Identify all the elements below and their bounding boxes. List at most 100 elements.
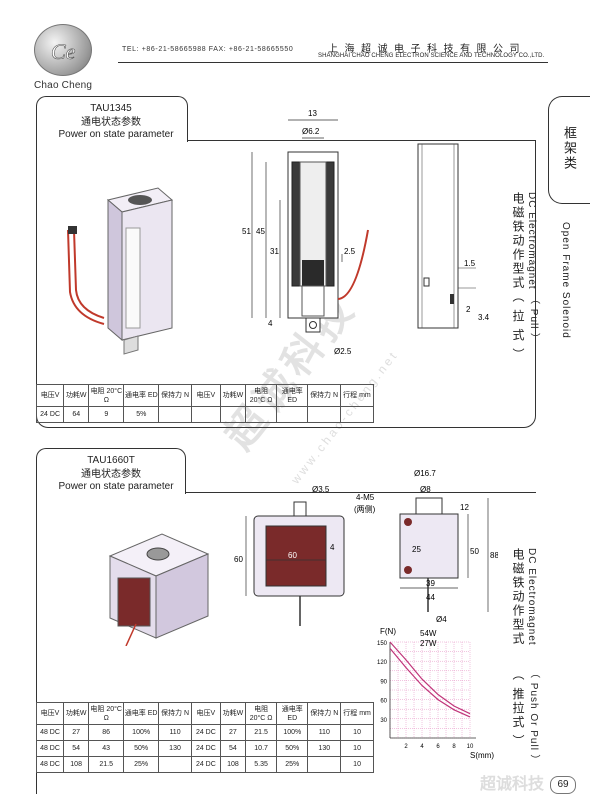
th-duty-2: 通电率 ED: [276, 702, 309, 725]
dim-dia-4: Ø4: [436, 615, 447, 622]
company-logo: Ce: [34, 24, 92, 76]
dim-2-5: 2.5: [344, 247, 356, 256]
section-title-cn-1: 通电状态参数: [81, 117, 141, 128]
th-power-2: 功耗W: [219, 384, 246, 407]
table-cell: 54: [63, 740, 90, 757]
table-cell: [190, 406, 221, 423]
panel-2-title-tab: [36, 448, 186, 494]
dim-dia-3-5: Ø3.5: [312, 485, 330, 494]
dim-4: 4: [268, 319, 273, 328]
tau1660t-3d-illustration: [108, 533, 210, 646]
contact-info: TEL: +86-21-58665988 FAX: +86-21-5866555…: [122, 46, 294, 53]
model-title-1: TAU1345: [90, 103, 132, 114]
table-cell: [276, 406, 309, 423]
table-cell: 27: [219, 724, 247, 741]
table-cell: 43: [88, 740, 125, 757]
th-power: 功耗W: [63, 702, 90, 725]
dim-44: 44: [426, 593, 435, 602]
table-cell: 24 DC: [190, 756, 221, 773]
table-cell: 100%: [276, 724, 309, 741]
chart-grid: [389, 641, 476, 739]
table-cell: [244, 406, 278, 423]
table-cell: 108: [63, 756, 90, 773]
side-label-cn-top: 电磁铁动作型式: [511, 192, 525, 290]
table-cell: 64: [63, 406, 90, 423]
dim-39: 39: [426, 579, 435, 588]
table-cell: 25%: [123, 756, 160, 773]
table-cell: 5.35: [245, 756, 278, 773]
tau1345-3d-illustration: [67, 187, 174, 355]
model-title-2: TAU1660T: [87, 455, 135, 466]
dim-13: 13: [308, 109, 317, 118]
svg-text:Ce: Ce: [51, 39, 76, 64]
th-voltage-2: 电压V: [190, 702, 221, 725]
page-number: 69: [550, 776, 576, 794]
x-tick-label: 2: [404, 744, 408, 750]
dim-50: 50: [470, 547, 479, 556]
th-force: 保持力 N: [158, 702, 192, 725]
th-stroke: 行程 mm: [339, 384, 375, 407]
x-tick-label: 8: [452, 744, 456, 750]
y-tick-label: 30: [380, 718, 387, 724]
company-name-en: SHANGHAI CHAO CHENG ELECTRON SCIENCE AND…: [318, 53, 545, 59]
th-duty-2: 通电率 ED: [276, 384, 309, 407]
dim-12: 12: [460, 503, 469, 512]
table-cell: 54: [219, 740, 247, 757]
th-force-2: 保持力 N: [307, 702, 342, 725]
section-title-en-1: Power on state parameter: [58, 129, 174, 140]
panel-1-title-tab: [36, 96, 188, 142]
dim-1-5: 1.5: [464, 259, 476, 268]
th-voltage: 电压V: [35, 384, 65, 407]
table-cell: 110: [158, 724, 192, 741]
dim-25: 25: [412, 545, 421, 554]
panel-2-top-rule: [36, 492, 536, 493]
table-cell: 48 DC: [35, 756, 65, 773]
table-cell: 50%: [276, 740, 309, 757]
category-tab: [548, 96, 590, 204]
company-name-cn: 上海超诚电子科技有限公司: [328, 44, 526, 55]
table-cell: 5%: [123, 406, 160, 423]
footer-watermark: 超诚科技: [479, 776, 544, 793]
side-label-cn-bottom: 电磁铁动作型式: [511, 548, 525, 646]
open-frame-label: Open Frame Solenoid: [560, 222, 571, 339]
chart-xlabel: S(mm): [470, 751, 494, 760]
header-rule: [118, 62, 548, 63]
th-resistance: 电阻 20°C Ω: [88, 384, 125, 407]
side-label-paren-bottom: （ 推拉式 ）: [511, 668, 525, 749]
table-cell: 24 DC: [190, 724, 221, 741]
table-cell: 130: [307, 740, 342, 757]
table-cell: 21.5: [245, 724, 278, 741]
chart-ylabel: F(N): [380, 627, 396, 636]
dim-31: 31: [270, 247, 279, 256]
table-cell: [158, 406, 192, 423]
spec-table-tau1345: 电压V 功耗W 电阻 20°C Ω 通电率 ED 保持力 N 电压V 功耗W 电…: [35, 384, 375, 423]
table-cell: 24 DC: [35, 406, 65, 423]
table-cell: 110: [307, 724, 342, 741]
dim-2: 2: [466, 305, 471, 314]
table-cell: 10: [340, 756, 374, 773]
tau1660t-front-drawing: Ø3.5 60 60 4: [234, 485, 345, 626]
table-cell: 10.7: [245, 740, 278, 757]
dim-dia-16-7: Ø16.7: [414, 469, 436, 478]
th-voltage: 电压V: [35, 702, 65, 725]
table-cell: 9: [88, 406, 125, 423]
table-cell: 108: [219, 756, 247, 773]
dim-both-sides: (两侧): [354, 504, 376, 514]
dim-4-m5: 4-M5: [356, 493, 375, 502]
dim-45: 45: [256, 227, 265, 236]
th-resistance-2: 电阻 20°C Ω: [244, 384, 278, 407]
table-cell: [219, 406, 246, 423]
series-line-27W: [389, 648, 471, 718]
table-cell: 100%: [123, 724, 160, 741]
th-force: 保持力 N: [158, 384, 192, 407]
dim-dia-2-5: Ø2.5: [334, 347, 352, 356]
table-cell: [339, 406, 375, 423]
dim-60-h: 60: [288, 551, 297, 560]
dim-dia-8: Ø8: [420, 485, 431, 494]
th-duty: 通电率 ED: [123, 702, 160, 725]
table-cell: 48 DC: [35, 740, 65, 757]
x-tick-label: 4: [420, 744, 424, 750]
th-resistance-2: 电阻 20°C Ω: [245, 702, 278, 725]
dim-4-b: 4: [330, 543, 335, 552]
